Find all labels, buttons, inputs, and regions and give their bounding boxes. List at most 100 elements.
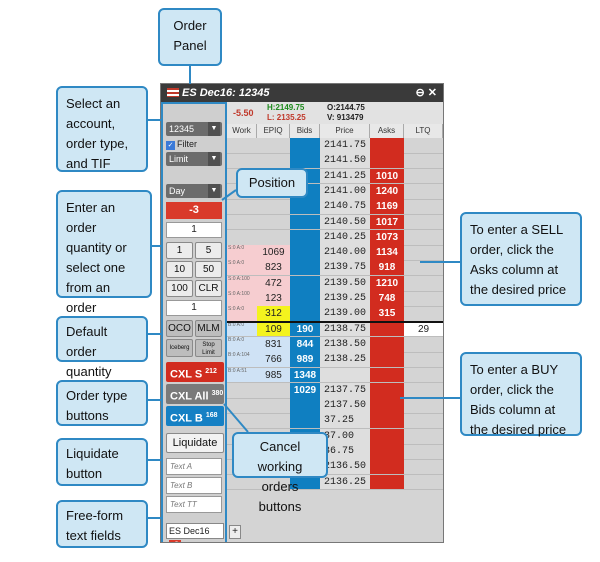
text-a-field[interactable]: Text A	[166, 458, 222, 475]
filter-checkbox[interactable]: ✓Filter	[166, 137, 222, 151]
qty-button-1[interactable]: 1	[166, 242, 193, 259]
ladder-cell-asks[interactable]	[370, 428, 404, 444]
ladder-cell-asks[interactable]: 1017	[370, 214, 404, 230]
ladder-cell-bids[interactable]	[290, 138, 320, 153]
ladder-cell-price: 2139.75	[320, 260, 370, 276]
ladder-cell-bids[interactable]	[290, 291, 320, 306]
ladder-cell-asks[interactable]: 1169	[370, 199, 404, 215]
ladder-cell-epiq: 831	[257, 336, 290, 352]
open-value: O:2144.75	[327, 103, 365, 112]
ladder-cell-asks[interactable]: 918	[370, 260, 404, 276]
cancel-all-label: CXL All	[170, 390, 209, 403]
ladder-cell-asks[interactable]	[370, 367, 404, 383]
ladder-cell-epiq	[257, 138, 290, 153]
ladder-cell-price: 2136.50	[320, 459, 370, 475]
ladder-cell-epiq: 823	[257, 260, 290, 276]
cancel-sells-button[interactable]: CXL S 212	[166, 362, 224, 382]
column-header-bids: Bids	[290, 124, 320, 138]
ladder-cell-work	[227, 230, 257, 245]
instrument-tab[interactable]: ES Dec16 -3	[166, 523, 224, 542]
ladder-cell-asks[interactable]	[370, 321, 404, 337]
ladder-cell-epiq	[257, 383, 290, 398]
ladder-cell-asks[interactable]	[370, 382, 404, 398]
ladder-cell-asks[interactable]	[370, 444, 404, 459]
ladder-cell-work	[227, 199, 257, 214]
ladder-cell-bids[interactable]	[290, 214, 320, 230]
oco-button[interactable]: OCO	[166, 320, 193, 337]
ladder-cell-bids[interactable]: 190	[290, 321, 320, 337]
ladder-cell-asks[interactable]: 748	[370, 291, 404, 306]
ladder-cell-asks[interactable]	[370, 352, 404, 368]
account-select[interactable]: 12345▼	[166, 122, 222, 136]
ladder-cell-bids[interactable]	[290, 398, 320, 414]
ladder-cell-bids[interactable]	[290, 260, 320, 276]
iceberg-button[interactable]: Iceberg	[166, 339, 193, 357]
ladder-cell-asks[interactable]	[370, 474, 404, 490]
ladder-cell-price: 2137.50	[320, 398, 370, 414]
ladder-cell-work	[227, 153, 257, 168]
callout-sell-order: To enter a SELL order, click the Asks co…	[460, 212, 582, 306]
ladder-cell-bids[interactable]	[290, 229, 320, 245]
cancel-buys-count: 168	[205, 412, 218, 419]
ladder-cell-asks[interactable]	[370, 138, 404, 153]
order-quantity-input[interactable]: 1	[166, 222, 222, 238]
ladder-cell-bids[interactable]	[290, 306, 320, 322]
text-b-field[interactable]: Text B	[166, 477, 222, 494]
ladder-cell-bids[interactable]: 844	[290, 336, 320, 352]
add-tab-button[interactable]: +	[229, 525, 241, 539]
order-panel: 12345▼ ✓Filter Limit▼ Day▼ -3 1 1 5 10 5…	[161, 102, 227, 542]
ladder-cell-asks[interactable]	[370, 459, 404, 475]
ladder-cell-bids[interactable]	[290, 245, 320, 261]
ladder-cell-asks[interactable]	[370, 398, 404, 414]
ladder-cell-ltq	[404, 352, 443, 367]
ladder-cell-asks[interactable]	[370, 336, 404, 352]
column-header-ltq: LTQ	[404, 124, 443, 138]
qty-button-5[interactable]: 5	[195, 242, 222, 259]
ladder-cell-price: 2140.50	[320, 214, 370, 230]
stop-limit-button[interactable]: Stop Limit	[195, 339, 222, 357]
callout-free-form: Free-form text fields	[56, 500, 148, 548]
text-tt-field[interactable]: Text TT	[166, 496, 222, 513]
mlm-button[interactable]: MLM	[195, 320, 222, 337]
ladder-cell-asks[interactable]: 1010	[370, 168, 404, 184]
account-value: 12345	[169, 124, 195, 134]
ladder-cell-asks[interactable]: 1134	[370, 245, 404, 261]
ladder-cell-bids[interactable]	[290, 275, 320, 291]
ladder-cell-epiq: 312	[257, 306, 290, 322]
ladder-cell-ltq: 29	[404, 321, 443, 337]
ladder-cell-asks[interactable]: 1240	[370, 183, 404, 199]
cancel-buys-button[interactable]: CXL B 168	[166, 406, 224, 426]
ladder-cell-epiq: 472	[257, 275, 290, 291]
default-quantity-input[interactable]: 1	[166, 300, 222, 316]
ladder-cell-bids[interactable]	[290, 199, 320, 215]
order-type-select[interactable]: Limit▼	[166, 152, 222, 166]
qty-button-10[interactable]: 10	[166, 261, 193, 278]
ladder-cell-ltq	[404, 199, 443, 214]
qty-button-100[interactable]: 100	[166, 280, 193, 297]
ladder-cell-bids[interactable]: 1029	[290, 382, 320, 398]
ladder-cell-bids[interactable]	[290, 474, 320, 490]
ladder-cell-asks[interactable]: 315	[370, 306, 404, 322]
ladder-cell-bids[interactable]: 1348	[290, 367, 320, 383]
ladder-cell-bids[interactable]	[290, 153, 320, 169]
ladder-cell-bids[interactable]: 989	[290, 352, 320, 368]
close-icon[interactable]: ✕	[427, 87, 437, 99]
liquidate-button[interactable]: Liquidate	[166, 433, 224, 453]
tif-select[interactable]: Day▼	[166, 184, 222, 198]
ladder-cell-asks[interactable]	[370, 153, 404, 169]
callout-cancel-working: Cancel working orders buttons	[232, 432, 328, 514]
cancel-all-button[interactable]: CXL All 380	[166, 384, 224, 404]
ladder-cell-epiq	[257, 413, 290, 428]
ladder-cell-work: S:0 A:100	[227, 291, 257, 306]
ladder-cell-asks[interactable]: 1210	[370, 275, 404, 291]
tif-value: Day	[169, 186, 186, 196]
ladder-cell-ltq	[404, 398, 443, 413]
window-titlebar: ES Dec16: 12345 ⊖ ✕	[161, 84, 443, 102]
minimize-icon[interactable]: ⊖	[415, 87, 425, 99]
clear-qty-button[interactable]: CLR	[195, 280, 222, 297]
ladder-cell-asks[interactable]	[370, 413, 404, 429]
ladder-cell-asks[interactable]: 1073	[370, 229, 404, 245]
qty-button-50[interactable]: 50	[195, 261, 222, 278]
ladder-cell-bids[interactable]	[290, 413, 320, 429]
ladder-cell-work	[227, 138, 257, 153]
